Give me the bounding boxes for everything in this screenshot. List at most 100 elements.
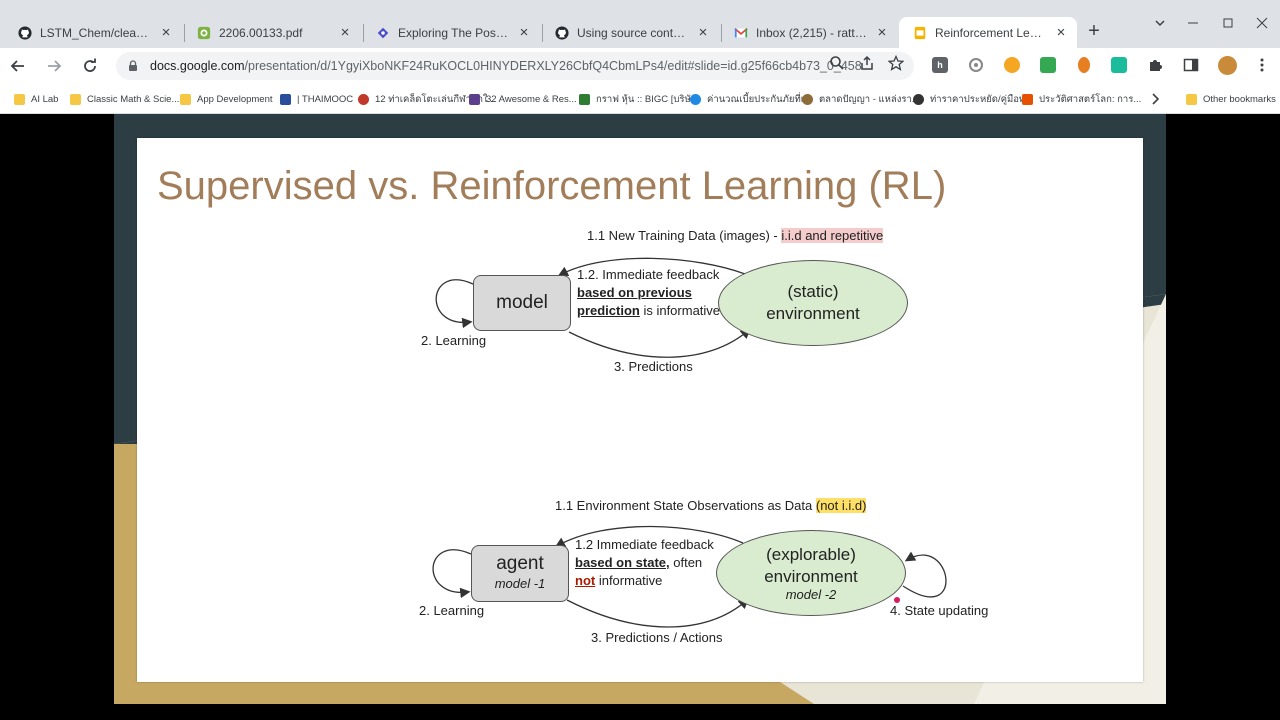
site-icon [358, 93, 369, 105]
bottom-label-predictions: 3. Predictions / Actions [591, 630, 723, 645]
tab-title: Exploring The Possibilities Of Chat [398, 25, 510, 40]
explorable-environment-ellipse[interactable]: (explorable) environment model -2 [716, 530, 906, 616]
url-text: docs.google.com/presentation/d/1YgyiXboN… [150, 59, 862, 73]
new-tab-button[interactable]: + [1088, 20, 1100, 42]
bookmark-item[interactable]: 32 Awesome & Res... [469, 92, 577, 106]
bookmark-item[interactable]: กราฟ หุ้น :: BIGC [บริษั... [579, 92, 699, 106]
presentation-stage: Supervised vs. Reinforcement Learning (R… [0, 114, 1280, 720]
address-bar[interactable]: docs.google.com/presentation/d/1YgyiXboN… [116, 52, 914, 80]
bookmark-item[interactable]: 12 ท่าเคล็ดโตะเล่นกีฬาสุดใ... [358, 92, 495, 106]
agent-box[interactable]: agent model -1 [471, 545, 569, 602]
tab-pdf[interactable]: 2206.00133.pdf × [183, 17, 361, 48]
bookmarks-bar: AI Lab Classic Math & Scie... App Develo… [0, 84, 1280, 114]
bookmark-item[interactable]: App Development [180, 92, 273, 106]
extension-orange-icon[interactable] [1004, 57, 1020, 73]
top-feedback-prediction: prediction [577, 303, 640, 318]
other-bookmarks[interactable]: Other bookmarks [1186, 92, 1276, 106]
top-label-predictions: 3. Predictions [614, 359, 693, 374]
chart-icon [579, 93, 590, 105]
tab-title: Reinforcement Learning 1 - Probl [935, 25, 1047, 40]
extension-drop-icon[interactable] [1078, 57, 1090, 73]
lock-icon[interactable] [126, 59, 140, 73]
bottom-feedback-often: often [669, 555, 703, 570]
reload-button[interactable] [79, 55, 101, 77]
extension-gear-icon[interactable] [968, 57, 984, 73]
reload-icon [84, 58, 96, 72]
bookmarks-overflow-icon[interactable] [1150, 92, 1160, 106]
env-line-2: environment [764, 567, 858, 586]
diagram-arrows [432, 257, 947, 628]
window-close-icon[interactable] [1256, 16, 1268, 32]
extension-green-icon[interactable] [1040, 57, 1056, 73]
zoom-search-icon[interactable] [828, 54, 846, 72]
close-icon[interactable]: × [161, 24, 171, 41]
bottom-label-state-updating: 4. State updating [890, 603, 989, 618]
side-panel-icon[interactable] [1183, 57, 1199, 73]
top-label-feedback-1: 1.2. Immediate feedback [577, 267, 720, 282]
restore-icon[interactable] [1222, 16, 1234, 32]
close-icon[interactable]: × [698, 24, 708, 41]
bookmark-item[interactable]: ตลาดปัญญา - แหล่งรา... [802, 92, 920, 106]
bottom-label-observations: 1.1 Environment State Observations as Da… [555, 497, 867, 515]
agent-label: agent [496, 552, 544, 574]
back-button[interactable] [7, 55, 29, 77]
bookmark-item[interactable]: | THAIMOOC [280, 92, 353, 106]
url-path: /presentation/d/1YgyiXboNKF24RuKOCL0HINY… [244, 59, 862, 73]
top-label-training-data: 1.1 New Training Data (images) - i.i.d a… [587, 227, 884, 245]
tab-reinforcement-learning[interactable]: Reinforcement Learning 1 - Probl × [899, 17, 1077, 48]
share-icon[interactable] [858, 54, 876, 72]
bottom-observations-prefix: 1.1 Environment State Observations as Da… [555, 498, 816, 513]
extension-teal-icon[interactable] [1111, 57, 1127, 73]
tab-exploring[interactable]: Exploring The Possibilities Of Chat × [362, 17, 540, 48]
static-environment-ellipse[interactable]: (static) environment [718, 260, 908, 346]
top-label-feedback-3: prediction is informative [577, 302, 720, 320]
tab-search-icon[interactable] [1154, 16, 1166, 32]
tab-gmail[interactable]: Inbox (2,215) - ratthachat.c@gma × [720, 17, 898, 48]
bookmark-item[interactable]: Classic Math & Scie... [70, 92, 179, 106]
close-icon[interactable]: × [340, 24, 350, 41]
close-icon[interactable]: × [1056, 24, 1066, 41]
forward-button[interactable] [43, 55, 65, 77]
top-label-feedback-2: based on previous [577, 285, 692, 300]
bookmark-item[interactable]: AI Lab [14, 92, 58, 106]
minimize-icon[interactable] [1187, 16, 1199, 32]
bookmark-label: ค่านวณเบี้ยประกันภัยที่เ... [707, 93, 812, 105]
thaimooc-icon [280, 93, 291, 105]
slide-canvas[interactable]: Supervised vs. Reinforcement Learning (R… [137, 138, 1143, 682]
bookmark-item[interactable]: ค่านวณเบี้ยประกันภัยที่เ... [690, 92, 812, 106]
env-line-1: (static) [787, 282, 839, 301]
folder-icon [180, 93, 191, 105]
top-iid-highlight: i.i.d and repetitive [781, 228, 884, 243]
model-box[interactable]: model [473, 275, 571, 331]
close-icon[interactable]: × [877, 24, 887, 41]
tab-strip: LSTM_Chem/cleanup_smiles.py at × 2206.00… [0, 0, 1280, 48]
slides-icon [913, 26, 927, 40]
extensions-puzzle-icon[interactable] [1147, 57, 1163, 73]
top-training-data-prefix: 1.1 New Training Data (images) - [587, 228, 782, 243]
github-icon [555, 25, 569, 40]
extension-h-icon[interactable]: h [932, 57, 948, 73]
url-domain: docs.google.com [150, 59, 245, 73]
close-icon[interactable]: × [519, 24, 529, 41]
tab-source-control[interactable]: Using source control in your code × [541, 17, 719, 48]
bottom-feedback-rest: informative [595, 573, 663, 588]
bookmark-label: App Development [197, 93, 273, 105]
folder-icon [70, 93, 81, 105]
menu-kebab-icon[interactable] [1254, 57, 1270, 73]
bookmark-item[interactable]: ประวัติศาสตร์โลก: การ... [1022, 92, 1141, 106]
bookmark-star-icon[interactable] [887, 54, 905, 72]
slide-title: Supervised vs. Reinforcement Learning (R… [157, 164, 947, 208]
ai-icon [376, 26, 390, 40]
top-label-learning: 2. Learning [421, 333, 487, 348]
tab-lstm-chem[interactable]: LSTM_Chem/cleanup_smiles.py at × [4, 17, 182, 48]
tab-title: Inbox (2,215) - ratthachat.c@gma [756, 25, 868, 40]
bookmark-label: AI Lab [31, 93, 59, 105]
arrow-right-icon [48, 60, 62, 72]
bookmark-label: ท่าราคาประหยัด/คู่มือท่... [930, 93, 1034, 105]
blogger-icon [1022, 93, 1033, 105]
bookmark-label: ประวัติศาสตร์โลก: การ... [1039, 93, 1142, 105]
bottom-label-feedback-3: not informative [575, 572, 662, 590]
folder-icon [1186, 93, 1197, 105]
avatar[interactable] [1218, 56, 1237, 75]
bookmark-item[interactable]: ท่าราคาประหยัด/คู่มือท่... [913, 92, 1033, 106]
